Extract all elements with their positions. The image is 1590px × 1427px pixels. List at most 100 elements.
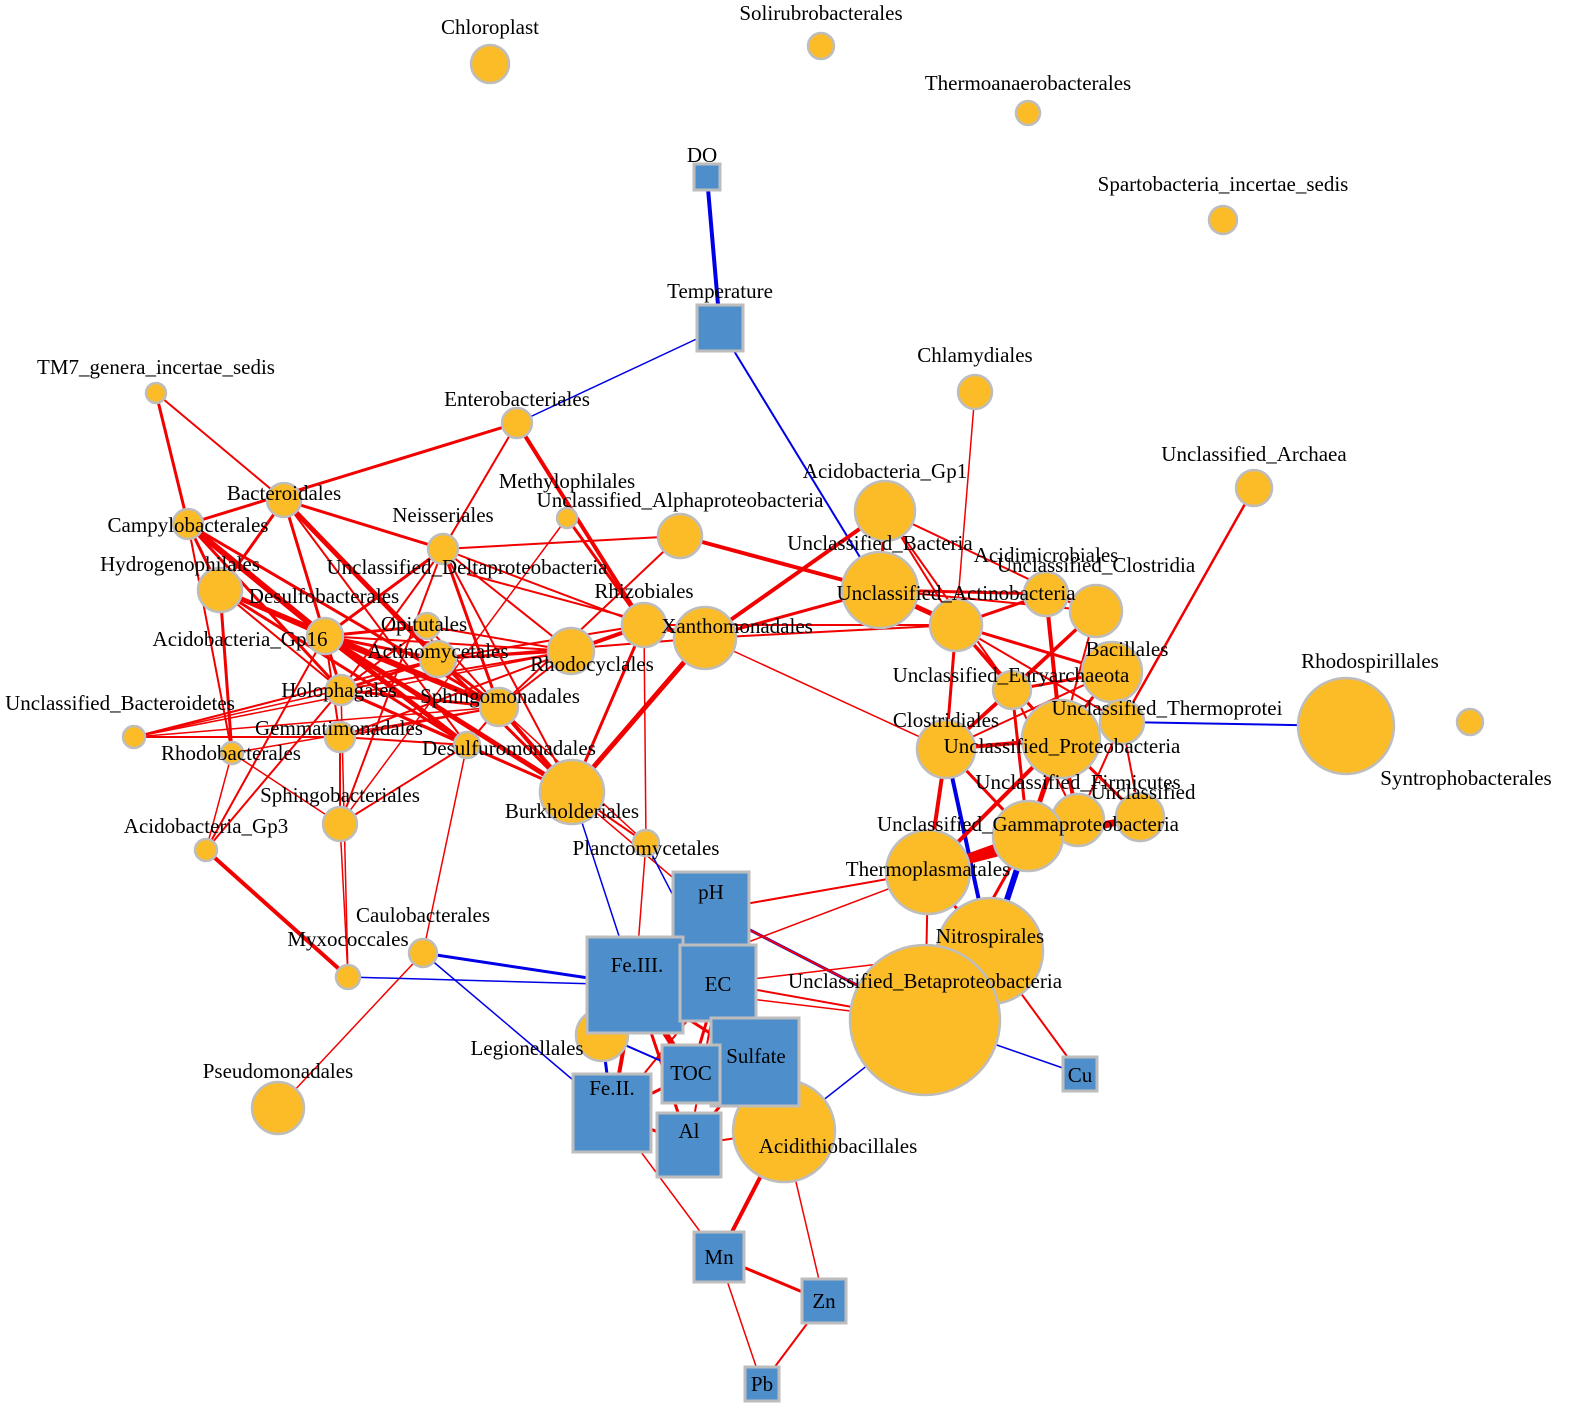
taxon-node-syntrophobacterales[interactable] bbox=[1455, 707, 1485, 737]
taxon-node-unclassified_archaea[interactable] bbox=[1234, 468, 1274, 508]
edge-enterobacteriales-neisseriales bbox=[442, 422, 518, 550]
taxon-label-unclassified_bacteroidetes: Unclassified_Bacteroidetes bbox=[5, 691, 235, 715]
edge-desulfuromonadales-sphingobacteriales bbox=[339, 744, 468, 825]
env-node-fe2[interactable] bbox=[571, 1072, 653, 1154]
taxon-node-acidimicrobiales[interactable] bbox=[1022, 570, 1070, 618]
taxon-node-xanthomonadales[interactable] bbox=[672, 605, 738, 671]
env-label-al: Al bbox=[679, 1119, 700, 1143]
taxon-node-rhizobiales[interactable] bbox=[620, 601, 668, 649]
edge-gemmatimonadales-sphingomonadales bbox=[339, 706, 500, 738]
env-label-fe3: Fe.III. bbox=[611, 953, 663, 977]
env-node-mn[interactable] bbox=[692, 1230, 746, 1284]
edge-neisseriales-burkholderiales bbox=[442, 548, 573, 793]
taxon-node-acidobacteria_gp3[interactable] bbox=[193, 837, 219, 863]
env-node-do[interactable] bbox=[692, 162, 722, 192]
taxon-node-unclassified_actinobacteria[interactable] bbox=[928, 597, 984, 653]
taxon-node-holophagales[interactable] bbox=[324, 673, 358, 707]
taxon-label-actinomycetales: Actinomycetales bbox=[367, 639, 508, 663]
taxon-node-rhodospirillales[interactable] bbox=[1296, 676, 1396, 776]
edge-acidobacteria_gp16-burkholderiales bbox=[323, 633, 574, 795]
taxon-label-nitrospirales: Nitrospirales bbox=[936, 924, 1044, 948]
taxon-node-chloroplast[interactable] bbox=[469, 43, 511, 85]
taxon-node-methylophilales[interactable] bbox=[555, 506, 579, 530]
edge-tm7-bacteroidales bbox=[155, 392, 285, 501]
env-node-toc[interactable] bbox=[660, 1043, 722, 1105]
taxon-node-acidobacteria_gp16[interactable] bbox=[305, 616, 345, 656]
taxon-node-enterobacteriales[interactable] bbox=[500, 406, 534, 440]
env-label-do: DO bbox=[687, 143, 717, 167]
taxon-node-planctomycetales[interactable] bbox=[631, 828, 661, 858]
taxon-node-actinomycetales[interactable] bbox=[418, 639, 458, 679]
taxon-label-thermoanaerobacterales: Thermoanaerobacterales bbox=[925, 71, 1131, 95]
edge-rhodobacterales-acidobacteria_gp3 bbox=[205, 752, 233, 851]
taxon-node-solirubrobacterales[interactable] bbox=[806, 31, 836, 61]
taxon-node-rhodobacterales[interactable] bbox=[219, 740, 245, 766]
env-node-cu[interactable] bbox=[1061, 1055, 1099, 1093]
taxon-label-spartobacteria: Spartobacteria_incertae_sedis bbox=[1098, 172, 1349, 196]
taxon-node-unclassified[interactable] bbox=[1114, 791, 1166, 843]
taxon-node-unclassified_betaproteobacteria[interactable] bbox=[848, 943, 1002, 1097]
taxon-node-gemmatimonadales[interactable] bbox=[323, 720, 357, 754]
node-layer bbox=[121, 31, 1485, 1403]
taxon-node-unclassified_clostridia[interactable] bbox=[1068, 583, 1124, 639]
taxon-node-unclassified_thermoprotei[interactable] bbox=[1098, 698, 1146, 746]
taxon-label-xanthomonadales: Xanthomonadales bbox=[661, 614, 813, 638]
taxon-node-spartobacteria[interactable] bbox=[1207, 204, 1239, 236]
taxon-node-sphingomonadales[interactable] bbox=[478, 686, 520, 728]
taxon-node-campylobacterales[interactable] bbox=[171, 507, 205, 541]
taxon-node-hydrogenophilales[interactable] bbox=[196, 566, 244, 614]
taxon-node-neisseriales[interactable] bbox=[426, 532, 460, 566]
edge-hydrogenophilales-holophagales bbox=[219, 589, 342, 691]
taxon-node-unclassified_bacteria[interactable] bbox=[840, 550, 920, 630]
taxon-node-unclassified_proteobacteria[interactable] bbox=[1020, 698, 1102, 780]
edge-unclassified_bacteroidetes-sphingomonadales bbox=[133, 706, 500, 738]
env-node-pb[interactable] bbox=[743, 1365, 781, 1403]
edge-temperature-enterobacteriales bbox=[516, 327, 721, 424]
edge-do-temperature bbox=[705, 176, 722, 329]
taxon-node-desulfuromonadales[interactable] bbox=[452, 730, 482, 760]
env-node-temperature[interactable] bbox=[695, 303, 745, 353]
edge-campylobacterales-acidobacteria_gp16 bbox=[186, 521, 327, 639]
edge-acidobacteria_gp16-sphingomonadales bbox=[324, 633, 500, 710]
edge-rhodobacterales-sphingobacteriales bbox=[231, 752, 341, 825]
taxon-label-gemmatimonadales: Gemmatimonadales bbox=[255, 716, 423, 740]
taxon-node-unclassified_alphaproteobacteria[interactable] bbox=[656, 512, 704, 560]
taxon-node-unclassified_gammaproteobacteria[interactable] bbox=[991, 799, 1065, 873]
taxon-label-desulfobacterales: Desulfobacterales bbox=[249, 584, 399, 608]
taxon-node-tm7[interactable] bbox=[144, 381, 168, 405]
taxon-node-thermoanaerobacterales[interactable] bbox=[1014, 99, 1042, 127]
taxon-node-chlamydiales[interactable] bbox=[956, 373, 994, 411]
taxon-label-unclassified_thermoprotei: Unclassified_Thermoprotei bbox=[1052, 696, 1283, 720]
taxon-node-opitutales[interactable] bbox=[412, 611, 442, 641]
env-node-ec[interactable] bbox=[678, 943, 758, 1023]
edge-xanthomonadales-clostridiales bbox=[704, 637, 947, 750]
taxon-node-caulobacterales[interactable] bbox=[407, 937, 439, 969]
edge-unclassified_bacteroidetes-holophagales bbox=[133, 689, 342, 738]
edge-temperature-unclassified_bacteria bbox=[719, 327, 881, 591]
taxon-node-rhodocyclales[interactable] bbox=[546, 626, 596, 676]
env-label-ec: EC bbox=[705, 972, 732, 996]
env-node-al[interactable] bbox=[655, 1111, 723, 1179]
taxon-label-unclassified_archaea: Unclassified_Archaea bbox=[1161, 442, 1347, 466]
edge-actinomycetales-unclassified_bacteroidetes bbox=[133, 658, 439, 738]
taxon-label-tm7: TM7_genera_incertae_sedis bbox=[37, 355, 275, 379]
env-node-sulfate[interactable] bbox=[709, 1016, 801, 1108]
taxon-node-sphingobacteriales[interactable] bbox=[321, 805, 359, 843]
env-node-zn[interactable] bbox=[800, 1277, 848, 1325]
env-node-fe3[interactable] bbox=[585, 935, 685, 1035]
taxon-label-rhodospirillales: Rhodospirillales bbox=[1301, 649, 1439, 673]
taxon-node-bacteroidales[interactable] bbox=[265, 481, 303, 519]
taxon-node-unclassified_euryarchaeota[interactable] bbox=[991, 669, 1033, 711]
taxon-node-pseudomonadales[interactable] bbox=[250, 1080, 306, 1136]
taxon-label-unclassified_deltaproteobacteria: Unclassified_Deltaproteobacteria bbox=[326, 555, 608, 579]
taxon-label-syntrophobacterales: Syntrophobacterales bbox=[1380, 766, 1551, 790]
taxon-node-unclassified_bacteroidetes[interactable] bbox=[121, 724, 147, 750]
taxon-node-thermoplasmatales[interactable] bbox=[884, 828, 972, 916]
taxon-label-acidobacteria_gp1: Acidobacteria_Gp1 bbox=[803, 459, 967, 483]
taxon-node-clostridiales[interactable] bbox=[915, 718, 977, 780]
taxon-node-burkholderiales[interactable] bbox=[538, 758, 606, 826]
taxon-node-acidobacteria_gp1[interactable] bbox=[853, 479, 917, 543]
taxon-label-bacillales: Bacillales bbox=[1086, 637, 1169, 661]
env-node-ph[interactable] bbox=[671, 870, 751, 950]
taxon-node-myxococcales[interactable] bbox=[334, 963, 362, 991]
